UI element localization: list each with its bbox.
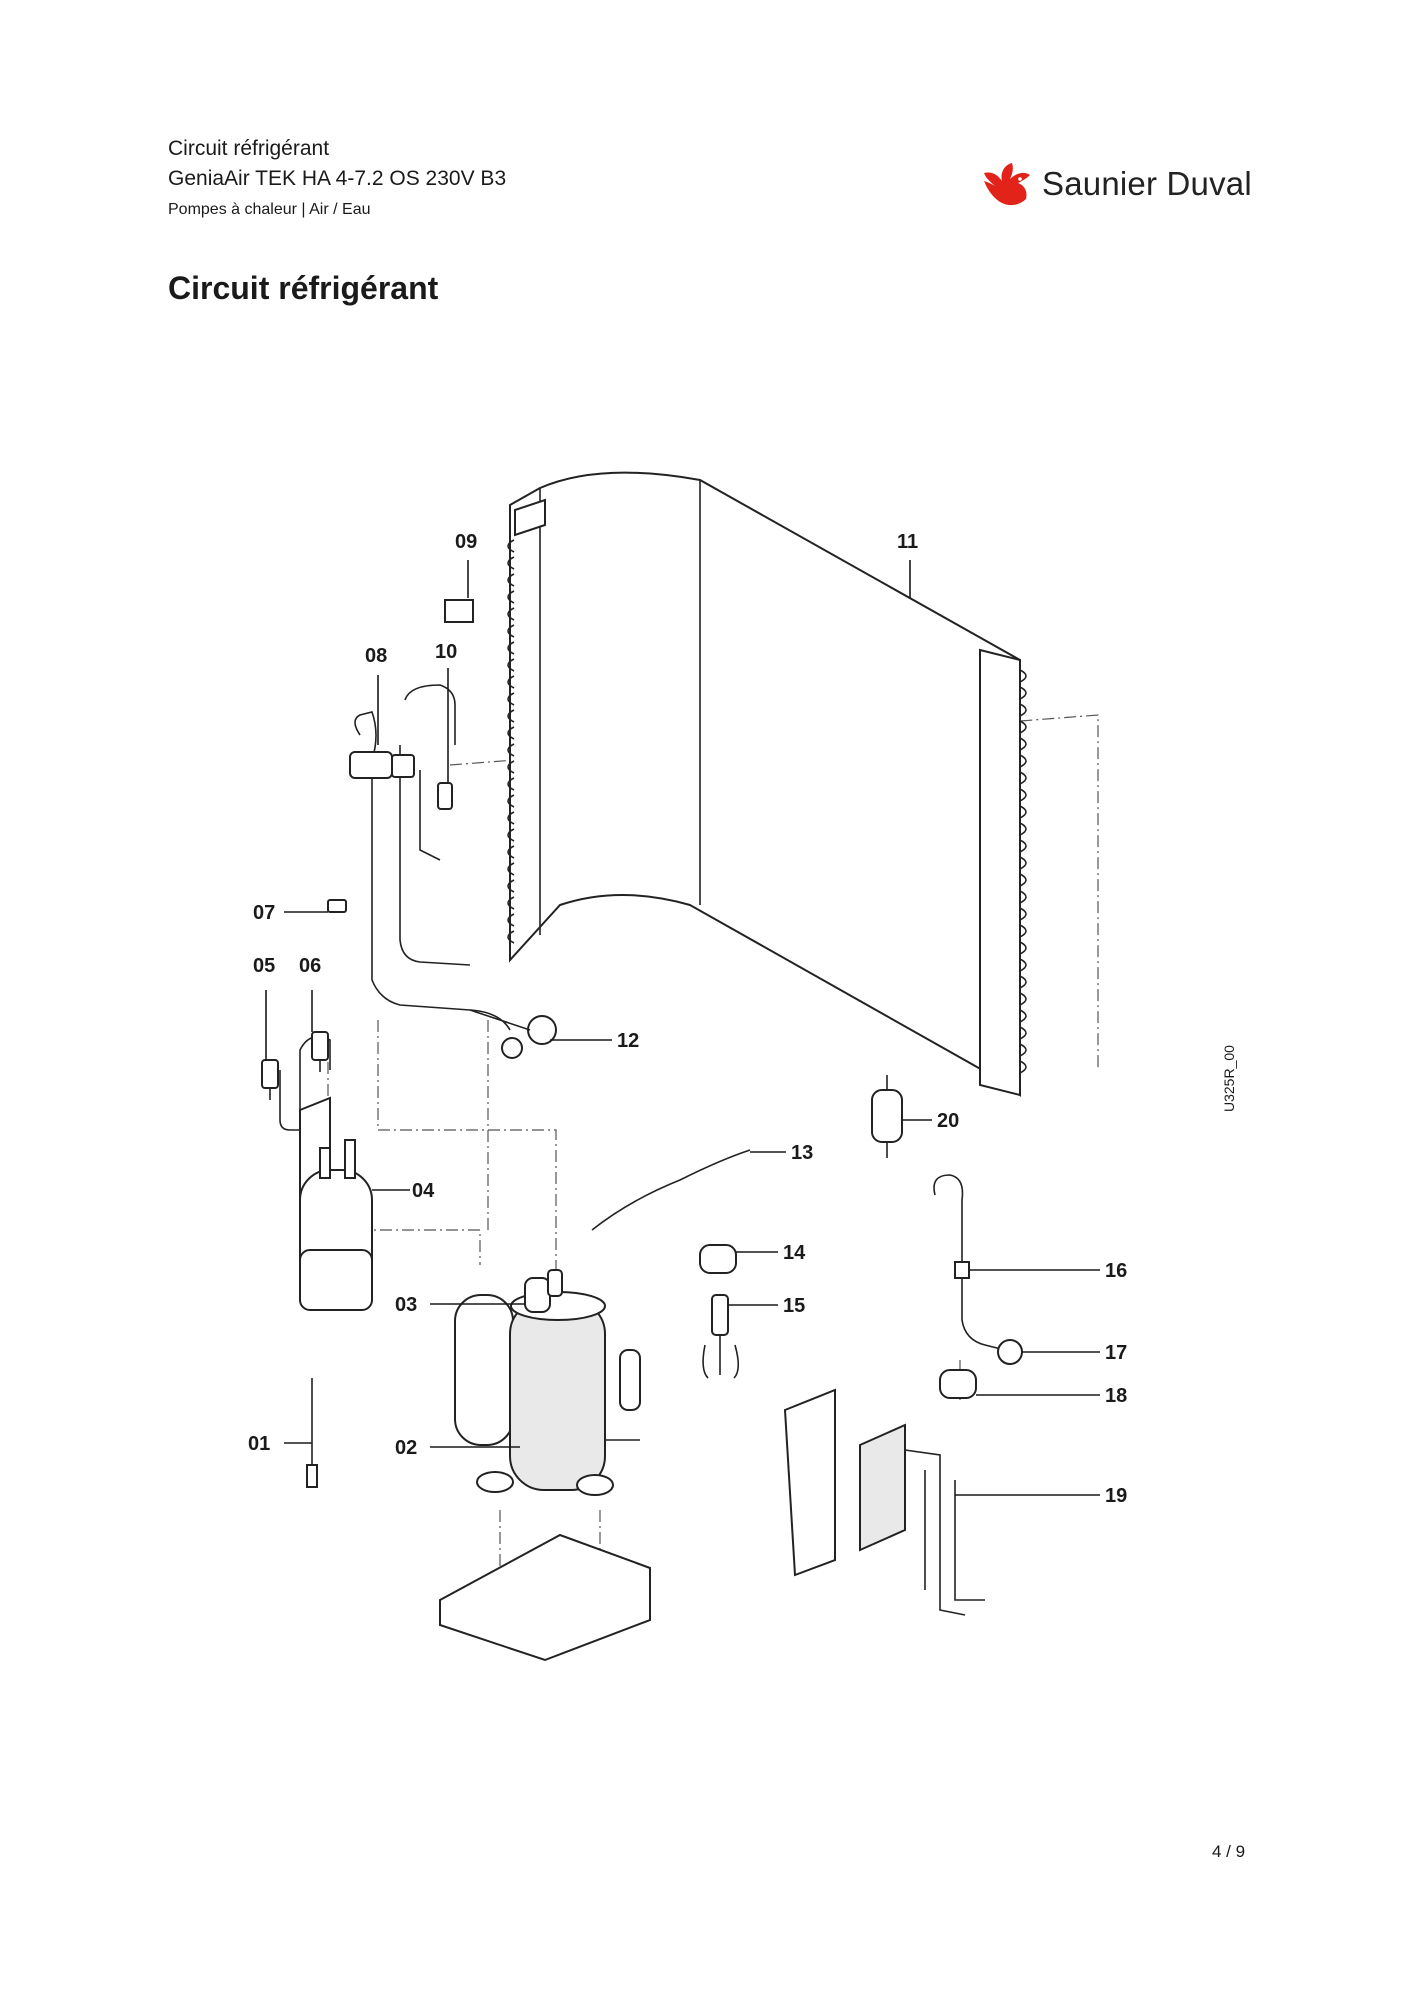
coil-return-bend <box>507 709 515 723</box>
coil-return-bend <box>1019 1026 1027 1040</box>
callout-06: 06 <box>299 955 321 977</box>
coil-return-bend <box>1019 1060 1027 1074</box>
coil-return-bend <box>507 624 515 638</box>
coil-return-bend <box>507 726 515 740</box>
callout-15: 15 <box>783 1295 805 1317</box>
coil-return-bend <box>1019 805 1027 819</box>
callout-leader-lines <box>265 560 1100 1496</box>
coil-return-bend <box>1019 1009 1027 1023</box>
plate-heat-exchanger <box>783 1369 985 1616</box>
coil-return-bend <box>1019 958 1027 972</box>
coil-return-bend <box>507 556 515 570</box>
coil-return-bend <box>1019 975 1027 989</box>
callout-12: 12 <box>617 1030 639 1052</box>
coil-return-bend <box>1019 669 1027 683</box>
header-section-title: Circuit réfrigérant <box>168 137 330 160</box>
coil-return-bend <box>507 573 515 587</box>
coil-return-bend <box>507 896 515 910</box>
drawing-reference: U325R_00 <box>1221 1045 1237 1112</box>
callout-14: 14 <box>783 1242 806 1264</box>
callout-labels: 01 02 03 04 05 06 07 08 09 10 11 12 13 1… <box>248 531 1127 1507</box>
compressor-base-plate <box>439 1533 651 1662</box>
callout-02: 02 <box>395 1437 417 1459</box>
coil-return-bend <box>1019 1043 1027 1057</box>
coil-return-bend <box>1019 992 1027 1006</box>
coil-return-bend <box>507 539 515 553</box>
coil-return-bend <box>1019 822 1027 836</box>
coil-return-bend <box>1019 839 1027 853</box>
accumulator-tank <box>299 1096 373 1311</box>
condenser-coil <box>507 471 1027 1097</box>
coil-return-bend <box>1019 720 1027 734</box>
coil-return-bend <box>507 828 515 842</box>
callout-10: 10 <box>435 641 457 663</box>
coil-return-bend <box>507 760 515 774</box>
coil-return-bend <box>507 641 515 655</box>
logo-brand-text: Saunier Duval <box>1042 165 1252 202</box>
coil-return-bend <box>507 743 515 757</box>
expansion-valve-assembly <box>699 1244 740 1379</box>
coil-return-bend <box>1019 788 1027 802</box>
compressor <box>454 1269 641 1496</box>
coil-return-bend <box>507 607 515 621</box>
coil-return-bend <box>507 811 515 825</box>
coil-return-bend <box>507 930 515 944</box>
coil-return-bend <box>507 879 515 893</box>
spacer-block <box>444 599 474 623</box>
coil-return-bend <box>1019 686 1027 700</box>
callout-18: 18 <box>1105 1385 1127 1407</box>
callout-13: 13 <box>791 1142 813 1164</box>
sensor-connector <box>327 899 347 913</box>
coil-return-bend <box>1019 737 1027 751</box>
four-way-valve-assembly <box>349 684 511 1031</box>
callout-09: 09 <box>455 531 477 553</box>
callout-20: 20 <box>937 1110 959 1132</box>
header-product-name: GeniaAir TEK HA 4-7.2 OS 230V B3 <box>168 167 507 190</box>
saunier-duval-logo: Saunier Duval <box>980 156 1260 212</box>
page-title: Circuit réfrigérant <box>168 270 439 306</box>
service-valve <box>469 1009 557 1059</box>
callout-04: 04 <box>412 1180 435 1202</box>
coil-return-bend <box>1019 890 1027 904</box>
red-bird-logo-icon <box>984 163 1030 206</box>
coil-return-bend <box>1019 873 1027 887</box>
callout-03: 03 <box>395 1294 417 1316</box>
coil-return-bend <box>507 675 515 689</box>
filter-drier <box>871 1075 903 1158</box>
coil-return-bend <box>507 845 515 859</box>
callout-07: 07 <box>253 902 275 924</box>
header-category: Pompes à chaleur | Air / Eau <box>168 201 371 218</box>
coil-return-bend <box>1019 924 1027 938</box>
coil-return-bend <box>507 590 515 604</box>
coil-return-bend <box>507 913 515 927</box>
callout-01: 01 <box>248 1433 270 1455</box>
cable-harness <box>591 1149 751 1231</box>
coil-return-bend <box>1019 907 1027 921</box>
coil-return-bend <box>1019 941 1027 955</box>
callout-19: 19 <box>1105 1485 1127 1507</box>
coil-return-bend <box>1019 856 1027 870</box>
coil-return-bend <box>507 692 515 706</box>
callout-08: 08 <box>365 645 387 667</box>
coil-return-bend <box>507 794 515 808</box>
callout-16: 16 <box>1105 1260 1127 1282</box>
coil-return-bend <box>1019 771 1027 785</box>
coil-return-bend <box>1019 703 1027 717</box>
coil-return-bend <box>507 777 515 791</box>
coil-return-bend <box>507 658 515 672</box>
page-number: 4 / 9 <box>1212 1842 1246 1861</box>
coil-return-bend <box>507 862 515 876</box>
document-header: Circuit réfrigérant GeniaAir TEK HA 4-7.… <box>168 134 506 223</box>
coil-return-bend <box>1019 754 1027 768</box>
callout-17: 17 <box>1105 1342 1127 1364</box>
callout-05: 05 <box>253 955 275 977</box>
pipe-service-port <box>933 1174 1023 1365</box>
callout-11: 11 <box>897 531 918 553</box>
temperature-sensor <box>306 1378 318 1488</box>
